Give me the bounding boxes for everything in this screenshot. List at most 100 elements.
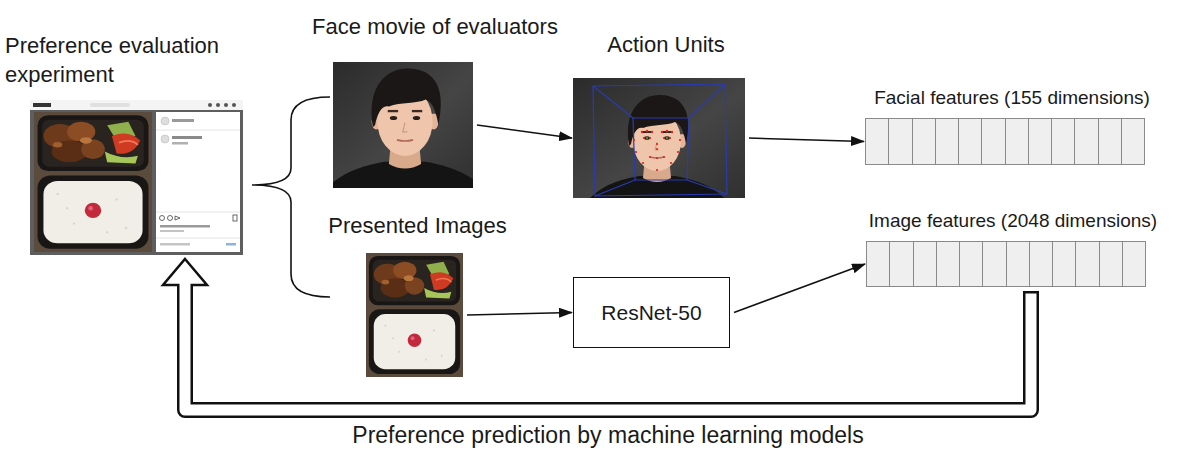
process-box: ResNet-50 — [573, 277, 730, 348]
head-pose-box — [593, 84, 727, 196]
heading-holder: Action Units — [607, 30, 724, 60]
experiment-screenshot-part — [233, 215, 237, 221]
experiment-screenshot-part — [168, 216, 173, 221]
heading-holder: Presented Images — [328, 211, 507, 241]
experiment-screenshot-part — [34, 112, 152, 252]
presented-image — [366, 253, 463, 377]
experiment-screenshot-part — [160, 216, 165, 221]
arrow-line — [734, 264, 865, 313]
experiment-screenshot-part — [160, 230, 184, 232]
landmark-dots-part — [666, 137, 668, 139]
vector-cell — [1100, 242, 1123, 286]
landmark-dots-part — [661, 131, 663, 133]
vector-cell — [1075, 119, 1098, 164]
landmark-dots-part — [643, 137, 645, 139]
arrow-line — [467, 313, 572, 316]
edge-label: Preference prediction by machine learnin… — [348, 422, 867, 449]
landmark-dots-part — [663, 156, 665, 158]
bracket — [252, 97, 330, 297]
experiment-screenshot-part — [160, 225, 210, 228]
vector-cell — [1052, 119, 1075, 164]
vector-cell — [936, 119, 959, 164]
experiment-screenshot-part — [224, 103, 228, 107]
landmark-dots-part — [656, 169, 658, 171]
experiment-screenshot-part — [232, 103, 236, 107]
landmark-dots-part — [635, 151, 637, 153]
vector-cell — [1053, 242, 1076, 286]
panel-heading: Action Units — [607, 30, 724, 60]
experiment-screenshot-part — [160, 243, 190, 246]
box-label: ResNet-50 — [601, 301, 701, 325]
experiment-screenshot-part — [172, 119, 194, 122]
vector-cell — [937, 242, 960, 286]
experiment-screenshot-part — [30, 100, 243, 110]
experiment-screenshot-part — [175, 216, 180, 220]
landmark-dots-part — [642, 162, 644, 164]
panel-heading: Image features (2048 dimensions) — [869, 208, 1157, 234]
heading-holder: Facial features (155 dimensions) — [874, 85, 1150, 111]
landmark-dots-part — [669, 137, 671, 139]
vector-cell — [1007, 242, 1030, 286]
head-pose-box-part — [593, 84, 727, 196]
landmark-dots-part — [670, 162, 672, 164]
panel-heading: Presented Images — [328, 211, 507, 241]
face-photo — [313, 62, 497, 210]
vector-cell — [1099, 119, 1122, 164]
vector-cell — [960, 242, 983, 286]
landmark-dots-part — [656, 148, 658, 150]
experiment-screenshot-part — [156, 112, 240, 252]
feature-vector: Facial features (155 dimensions) — [865, 118, 1145, 165]
vector-cell — [1029, 119, 1052, 164]
landmark-dots-part — [633, 139, 635, 141]
connector — [477, 125, 572, 138]
landmark-dots-part — [663, 137, 665, 139]
landmark-dots-part — [656, 157, 658, 159]
landmark-dots-part — [677, 151, 679, 153]
vector-cell — [889, 119, 912, 164]
vector-cell — [913, 119, 936, 164]
action-unit-photo-part — [577, 95, 737, 218]
experiment-screenshot-part — [161, 117, 169, 125]
feature-vector: Image features (2048 dimensions) — [866, 241, 1146, 287]
experiment-screenshot-part — [90, 103, 130, 107]
vector-cell — [1076, 242, 1099, 286]
vector-cell — [1122, 119, 1144, 164]
vector-cell — [914, 242, 937, 286]
landmark-dots-part — [641, 131, 643, 133]
vector-cell — [867, 242, 890, 286]
face-photo-part — [313, 68, 497, 210]
vector-cell — [1006, 119, 1029, 164]
landmark-dots-part — [646, 130, 648, 132]
photo-panel: Face movie of evaluators — [333, 62, 473, 188]
experiment-screenshot-part — [216, 103, 220, 107]
experiment-screenshot-part — [161, 135, 169, 143]
experiment-screenshot-part — [226, 243, 236, 246]
landmark-dots-part — [671, 131, 673, 133]
experiment-screenshot-part — [33, 103, 51, 107]
landmark-dots — [633, 130, 681, 171]
panel-heading: Preference evaluation experiment — [5, 31, 277, 90]
vector-cell — [1030, 242, 1053, 286]
photo-panel: Preference evaluation experiment — [30, 100, 243, 255]
landmark-dots-part — [649, 156, 651, 158]
experiment-screenshot-part — [172, 142, 188, 145]
landmark-dots-part — [679, 139, 681, 141]
head-pose-box-part — [593, 84, 727, 196]
connector — [734, 264, 865, 313]
heading-holder: Face movie of evaluators — [312, 12, 558, 42]
panel-heading: Face movie of evaluators — [312, 12, 558, 42]
landmark-dots-part — [649, 137, 651, 139]
experiment-screenshot-part — [208, 103, 212, 107]
landmark-dots-part — [656, 143, 658, 145]
connector — [749, 138, 864, 142]
vector-cell — [866, 119, 889, 164]
vector-cell — [982, 119, 1005, 164]
vector-cell — [983, 242, 1006, 286]
heading-holder: Image features (2048 dimensions) — [869, 208, 1157, 234]
panel-heading: Facial features (155 dimensions) — [874, 85, 1150, 111]
experiment-screenshot — [30, 100, 243, 255]
experiment-screenshot-part — [30, 100, 243, 255]
experiment-screenshot-part — [156, 238, 240, 239]
landmark-dots-part — [651, 131, 653, 133]
landmark-dots-part — [646, 137, 648, 139]
